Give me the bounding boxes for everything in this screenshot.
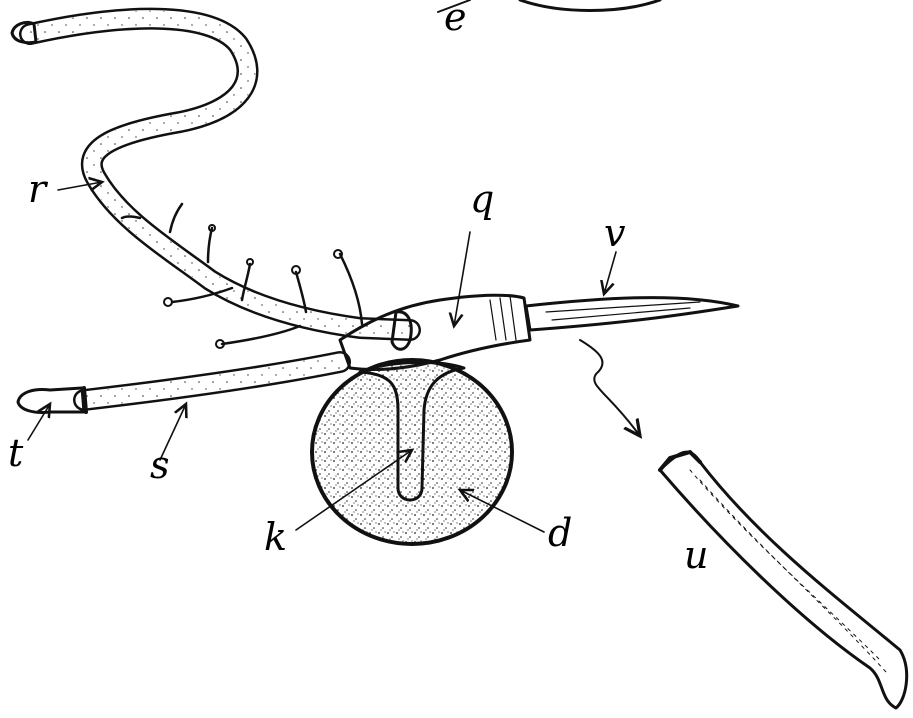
label-s: s [150, 443, 170, 487]
detached-organ-u [580, 340, 907, 708]
label-v: v [604, 211, 626, 255]
label-e: e [444, 0, 467, 39]
label-k: k [264, 515, 287, 559]
round-body-d [312, 360, 512, 544]
lower-tube-s [18, 362, 340, 413]
label-q: q [470, 177, 494, 221]
label-u: u [684, 533, 708, 577]
label-t: t [8, 431, 24, 475]
top-structure-fragment [438, 0, 660, 12]
label-d: d [548, 511, 572, 555]
spike-v [526, 298, 738, 330]
curved-tube-r [12, 19, 410, 330]
label-r: r [28, 167, 49, 211]
